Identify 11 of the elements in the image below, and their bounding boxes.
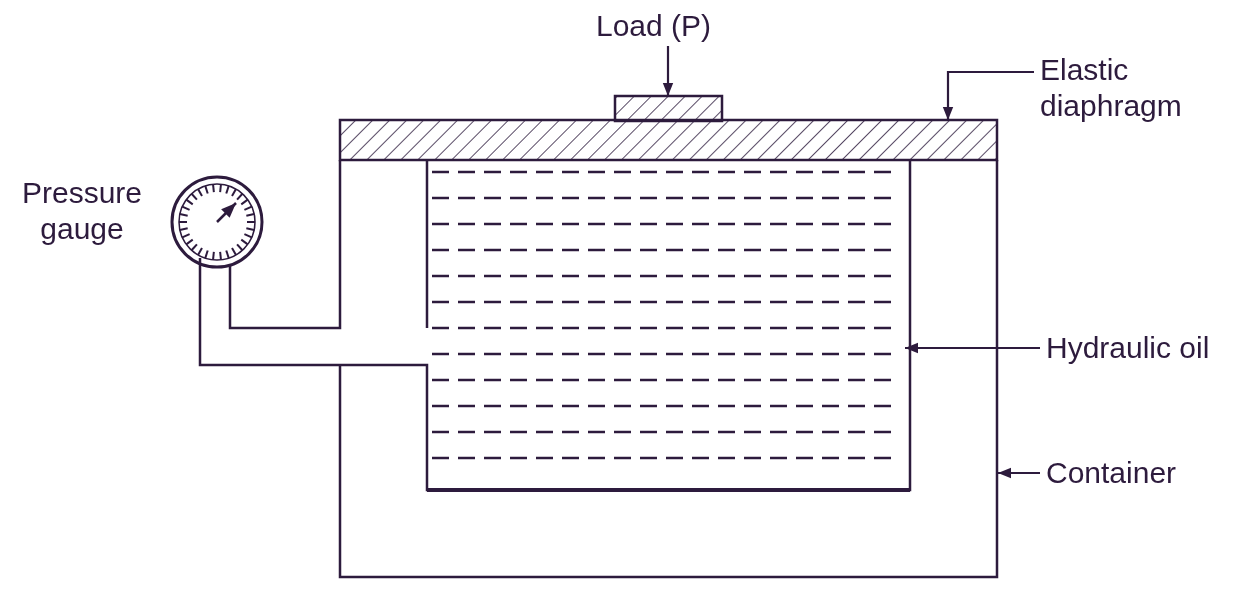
callout-label: Container — [1046, 455, 1226, 491]
leader-line — [662, 46, 674, 96]
leader-line — [942, 70, 1034, 120]
diaphragm-plate — [338, 118, 999, 162]
leader-line — [998, 467, 1040, 479]
oil-fill-drawing — [432, 170, 891, 460]
part-label: Pressure gauge — [20, 175, 143, 247]
callout-label: Elastic diaphragm — [1040, 52, 1240, 124]
leader-line — [905, 342, 1040, 354]
callout-label: Hydraulic oil — [1046, 330, 1246, 366]
callout-label: Load (P) — [596, 8, 746, 44]
